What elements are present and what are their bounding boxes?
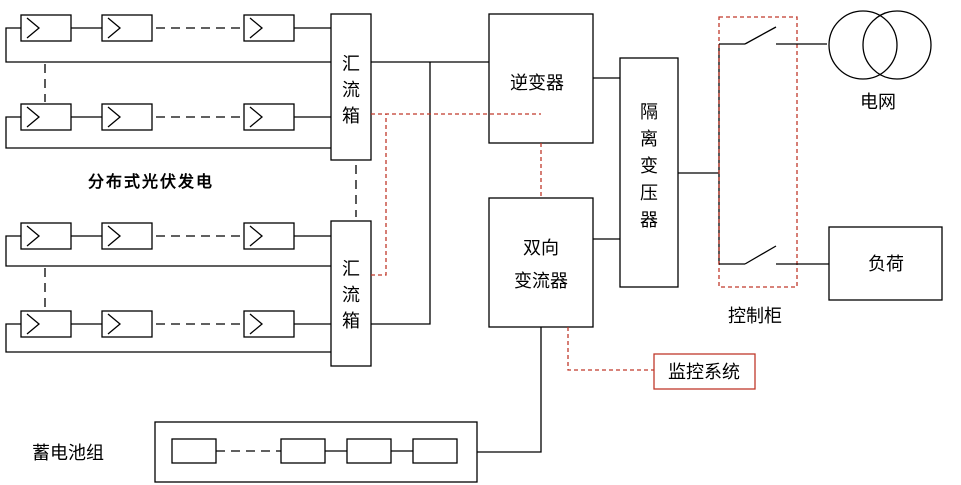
pv-panel-icon: [243, 103, 295, 131]
isolation-label-char: 隔: [640, 102, 658, 123]
bidirectional-converter-box: 双向 变流器: [488, 197, 594, 328]
battery-label: 蓄电池组: [32, 443, 104, 464]
monitoring-system-box: 监控系统: [653, 353, 756, 390]
pv-panel-icon: [101, 310, 153, 338]
combiner-box-2: 汇 流 箱: [330, 220, 372, 367]
combiner-label-char: 汇: [342, 54, 360, 75]
isolation-label-char: 离: [640, 129, 658, 150]
grid-label: 电网: [860, 92, 896, 113]
pv-panel-icon: [20, 222, 72, 250]
control-cabinet-label: 控制柜: [728, 306, 782, 327]
pv-panel-icon: [101, 103, 153, 131]
isolation-transformer-box: 隔 离 变 压 器: [619, 57, 679, 288]
pv-panel-icon: [243, 14, 295, 42]
combiner-label-char: 流: [342, 80, 360, 101]
transformer-icon: [828, 10, 932, 80]
combiner-label-char: 箱: [342, 106, 360, 127]
combiner-label-char: 流: [342, 285, 360, 306]
pv-label: 分布式光伏发电: [88, 172, 214, 191]
load-box: 负荷: [828, 226, 943, 301]
inverter-box: 逆变器: [488, 13, 594, 144]
combiner-box-1: 汇 流 箱: [330, 13, 372, 161]
converter-label-line2: 变流器: [514, 271, 568, 292]
battery-bank: [154, 421, 478, 483]
pv-group-2: [5, 222, 331, 353]
control-cabinet: [718, 16, 829, 288]
monitoring-label: 监控系统: [668, 362, 740, 383]
isolation-label-char: 器: [640, 210, 658, 231]
combiner-label-char: 汇: [342, 259, 360, 280]
pv-panel-icon: [101, 14, 153, 42]
isolation-label-char: 变: [640, 156, 658, 177]
pv-panel-icon: [243, 310, 295, 338]
isolation-label-char: 压: [640, 183, 658, 204]
pv-panel-icon: [20, 103, 72, 131]
pv-panel-icon: [101, 222, 153, 250]
pv-panel-icon: [243, 222, 295, 250]
switch-icon: [719, 26, 827, 45]
inverter-label: 逆变器: [510, 73, 564, 94]
switch-icon: [719, 245, 829, 265]
converter-label-line1: 双向: [523, 238, 559, 259]
load-label: 负荷: [868, 254, 904, 275]
pv-group-1: [5, 14, 331, 149]
pv-panel-icon: [20, 310, 72, 338]
pv-panel-icon: [20, 14, 72, 42]
combiner-label-char: 箱: [342, 311, 360, 332]
